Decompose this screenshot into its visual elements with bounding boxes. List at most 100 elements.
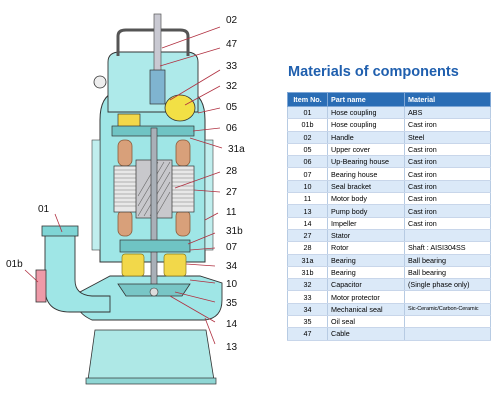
part-name-cell: Impeller [327, 217, 405, 230]
material-cell [404, 315, 491, 329]
cooling-fins [91, 139, 214, 251]
item-no-cell: 34 [287, 303, 328, 317]
item-no-cell: 05 [287, 143, 328, 157]
item-no-cell: 11 [287, 192, 328, 206]
callout-33: 33 [226, 61, 238, 72]
part-name-cell: Bearing [327, 266, 405, 280]
part-name-cell: Upper cover [327, 143, 405, 157]
callout-10: 10 [226, 279, 238, 290]
base-foot [85, 377, 217, 385]
callout-35: 35 [226, 298, 238, 309]
header-part-name: Part name [327, 92, 405, 107]
item-no-cell: 47 [287, 327, 328, 341]
part-name-cell: Up-Bearing house [327, 155, 405, 169]
callout-02: 02 [226, 15, 238, 26]
callout-28: 28 [226, 166, 238, 177]
item-no-cell: 13 [287, 204, 328, 218]
material-cell: Cast iron [404, 118, 491, 132]
part-name-cell: Motor protector [327, 290, 405, 304]
shaft [150, 127, 158, 289]
part-name-cell: Motor body [327, 192, 405, 206]
callout-34: 34 [226, 261, 238, 272]
part-name-cell: Bearing house [327, 167, 405, 181]
header-item-no: Item No. [287, 92, 328, 107]
impeller-hub [149, 287, 159, 297]
part-name-cell: Pump body [327, 204, 405, 218]
cable [153, 13, 162, 75]
discharge-elbow [44, 232, 111, 313]
callout-11: 11 [226, 207, 237, 218]
table-header-row: Item No. Part name Material [287, 92, 491, 107]
callout-32: 32 [226, 81, 238, 92]
part-name-cell: Stator [327, 229, 405, 243]
capacitor [164, 94, 196, 122]
callout-01b: 01b [6, 259, 23, 270]
item-no-cell: 06 [287, 155, 328, 169]
materials-title: Materials of components [288, 64, 459, 80]
material-cell: (Single phase only) [404, 278, 491, 292]
item-no-cell: 10 [287, 180, 328, 194]
item-no-cell: 14 [287, 217, 328, 230]
callout-14: 14 [226, 319, 238, 330]
material-cell: ABS [404, 106, 491, 120]
material-cell: Cast iron [404, 180, 491, 194]
item-no-cell: 31b [287, 266, 328, 280]
item-no-cell: 35 [287, 315, 328, 329]
part-name-cell: Bearing [327, 254, 405, 267]
material-cell: Shaft : AISI304SS [404, 241, 491, 255]
pump-cross-section-diagram: 02 47 33 32 05 06 31a 28 27 11 01 31b 07… [6, 13, 245, 385]
part-name-cell: Mechanical seal [327, 303, 405, 317]
part-name-cell: Capacitor [327, 278, 405, 292]
callout-13: 13 [226, 342, 238, 353]
callout-07: 07 [226, 242, 238, 253]
bearing-house [119, 239, 191, 253]
material-cell: Cast iron [404, 204, 491, 218]
item-no-cell: 27 [287, 229, 328, 243]
part-name-cell: Hose coupling [327, 118, 405, 132]
material-cell: Ball bearing [404, 254, 491, 267]
item-no-cell: 31a [287, 254, 328, 267]
part-name-cell: Seal bracket [327, 180, 405, 194]
material-cell: Cast iron [404, 167, 491, 181]
part-name-cell: Rotor [327, 241, 405, 255]
material-cell: Steel [404, 131, 491, 144]
header-material: Material [404, 92, 491, 107]
material-cell: Ball bearing [404, 266, 491, 280]
part-name-cell: Hose coupling [327, 106, 405, 120]
mechanical-seal [121, 253, 187, 277]
material-cell [404, 327, 491, 341]
item-no-cell: 33 [287, 290, 328, 304]
material-cell: Cast iron [404, 217, 491, 230]
stator-windings [117, 139, 191, 237]
leader-lines [24, 26, 223, 345]
material-cell: Cast iron [404, 155, 491, 169]
callout-47: 47 [226, 39, 238, 50]
callout-05: 05 [226, 102, 238, 113]
gauge-icon [93, 75, 107, 89]
hose-coupling-side [35, 269, 47, 303]
material-cell [404, 290, 491, 304]
item-no-cell: 01b [287, 118, 328, 132]
material-cell: Cast iron [404, 192, 491, 206]
item-no-cell: 28 [287, 241, 328, 255]
part-name-cell: Handle [327, 131, 405, 144]
